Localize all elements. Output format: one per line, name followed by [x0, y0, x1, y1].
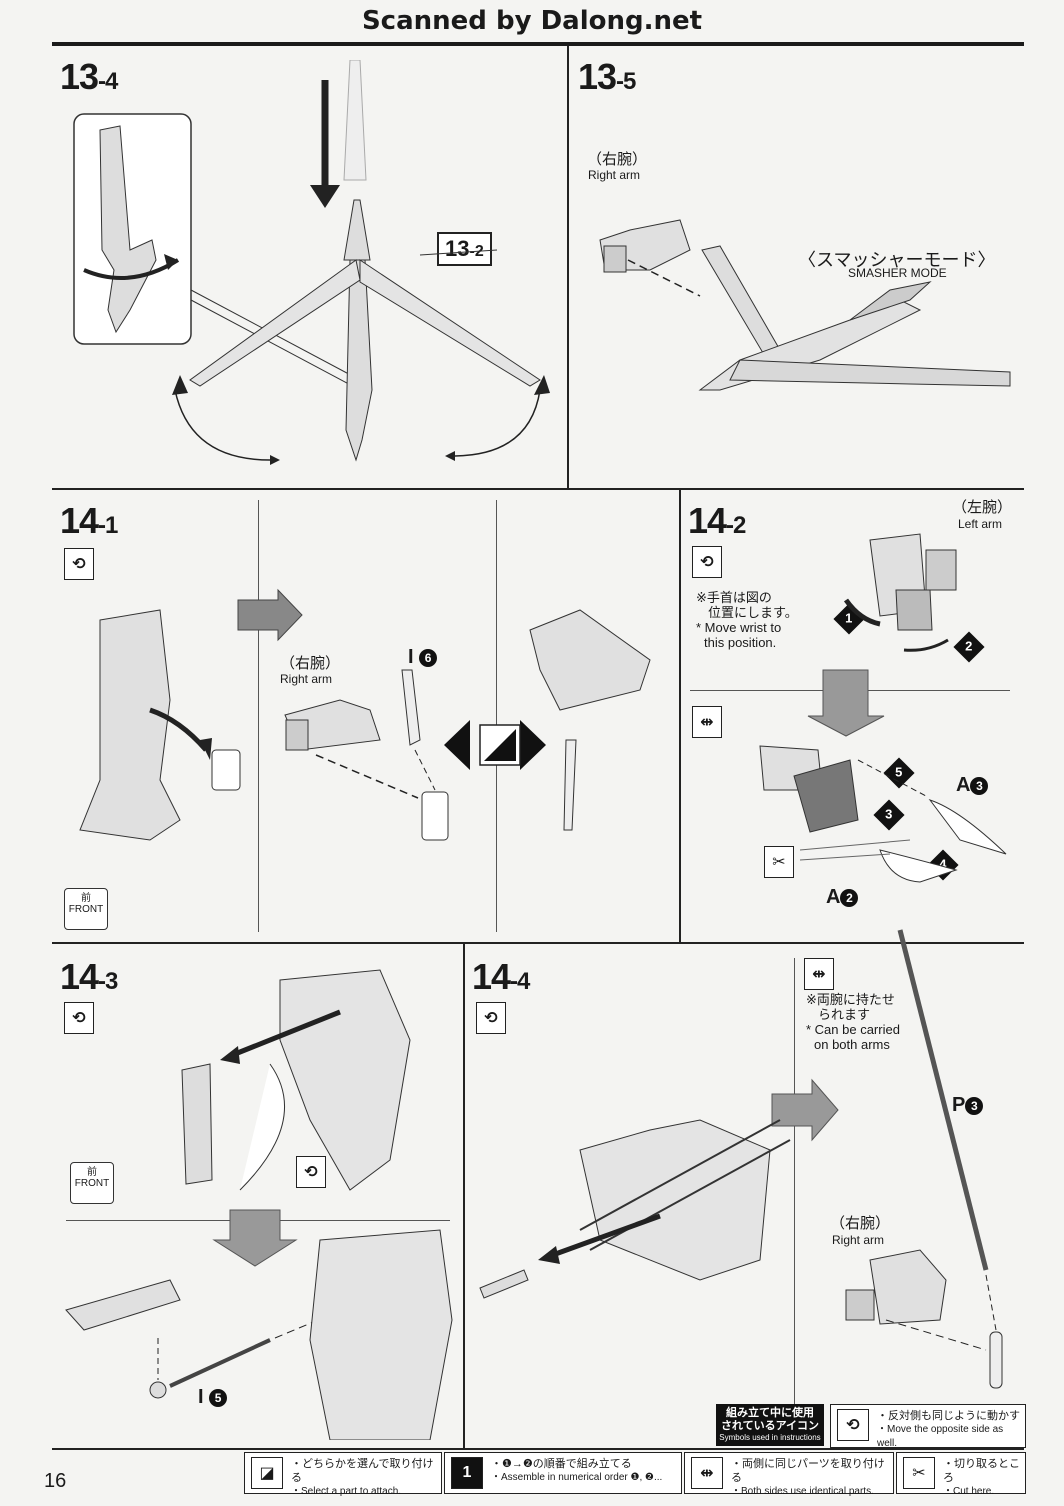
step-13-2-reference: 13-2: [437, 232, 492, 266]
page-number: 16: [44, 1470, 67, 1492]
step-14-4-arm-ja: （右腕）: [830, 1215, 891, 1232]
both-sides-icon: ⇹: [692, 706, 722, 738]
step-13-5-number: 13-5: [578, 56, 636, 97]
step-14-2-arm-en: Left arm: [958, 517, 1003, 531]
divider-14-3-14-4: [463, 942, 465, 1448]
smasher-mode-ja: 〈スマッシャーモード〉: [798, 250, 996, 270]
divider-14-1-14-2: [679, 488, 681, 942]
subdivider-14-1b: [496, 500, 497, 932]
step-14-2-note: ※手首は図の 位置にします。 * Move wrist to this posi…: [696, 590, 798, 650]
opposite-side-icon: ⟲: [837, 1409, 869, 1441]
cut-here-icon: ✂: [903, 1457, 935, 1489]
step-14-1-part-label: I 6: [408, 646, 438, 669]
cut-here-icon: ✂: [764, 846, 794, 878]
step-14-2-number: 14-2: [688, 500, 746, 541]
step-14-1-number: 14-1: [60, 500, 118, 541]
step-14-3-illustration: [65, 969, 453, 1440]
step-13-4-number: 13-4: [60, 56, 118, 97]
legend-cut-here: ✂ ・切り取るところ ・Cut here.: [896, 1452, 1026, 1497]
step-14-4-note: ※両腕に持たせ られます * Can be carried on both ar…: [806, 992, 900, 1052]
step-13-5-arm-en: Right arm: [588, 168, 641, 182]
step-14-3-number: 14-3: [60, 956, 118, 997]
select-part-icon: ◪: [251, 1457, 283, 1489]
opposite-side-icon: ⟲: [64, 548, 94, 580]
smasher-mode-en: SMASHER MODE: [848, 266, 947, 280]
front-direction-icon: 前 FRONT: [64, 888, 108, 930]
step-14-2-illustration: [759, 533, 1007, 883]
step-14-1-arm-ja: （右腕）: [280, 655, 341, 672]
legend-numerical-order: 1 ・❶→❷の順番で組み立てる ・Assemble in numerical o…: [444, 1452, 682, 1494]
opposite-side-icon: ⟲: [692, 546, 722, 578]
step-14-1-illustration: [79, 588, 651, 841]
top-rule: [52, 42, 1024, 46]
opposite-side-icon: ⟲: [296, 1156, 326, 1188]
step-14-2-arm-ja: （左腕）: [952, 499, 1013, 516]
divider-13: [567, 46, 569, 488]
divider-row1: [52, 488, 1024, 490]
legend-select-part: ◪ ・どちらかを選んで取り付ける ・Select a part to attac…: [244, 1452, 442, 1497]
scan-credit: Scanned by Dalong.net: [361, 6, 703, 36]
legend-opposite-side: ⟲ ・反対側も同じように動かす ・Move the opposite side …: [830, 1404, 1026, 1449]
step-14-1-arm-en: Right arm: [280, 672, 333, 686]
divider-legend: [52, 1448, 1024, 1450]
both-sides-icon: ⇹: [804, 958, 834, 990]
step-13-4-illustration: [73, 60, 550, 465]
step-13-5-illustration: [599, 219, 1011, 391]
legend-both-sides: ⇹ ・両側に同じパーツを取り付ける ・Both sides use identi…: [684, 1452, 894, 1497]
front-direction-icon: 前 FRONT: [70, 1162, 114, 1204]
step-14-3-part-label: I 5: [198, 1386, 228, 1409]
legend-title: 組み立て中に使用 されているアイコン Symbols used in instr…: [716, 1404, 824, 1446]
both-sides-icon: ⇹: [691, 1457, 723, 1489]
step-14-4-arm-en: Right arm: [832, 1233, 885, 1247]
subdivider-14-1a: [258, 500, 259, 932]
step-14-4-illustration: [479, 929, 1003, 1389]
subdivider-14-4: [794, 958, 795, 1428]
opposite-side-icon: ⟲: [64, 1002, 94, 1034]
order-number-icon: 1: [451, 1457, 483, 1489]
step-14-4-number: 14-4: [472, 956, 530, 997]
opposite-side-icon: ⟲: [476, 1002, 506, 1034]
step-13-5-arm-ja: （右腕）: [587, 151, 648, 168]
divider-row2: [52, 942, 1024, 944]
